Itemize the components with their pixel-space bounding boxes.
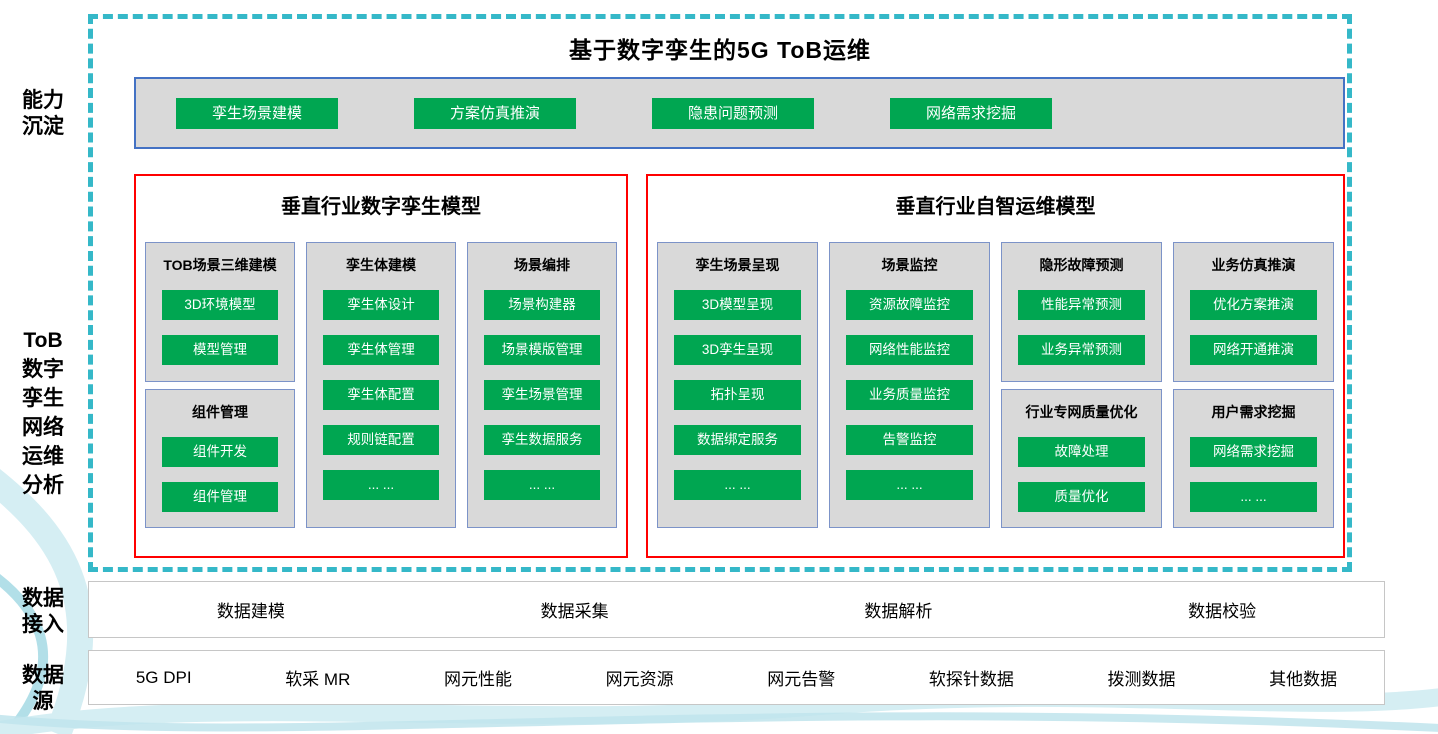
feature-block: 模型管理 [162,335,278,365]
feature-block: 3D孪生呈现 [674,335,801,365]
group-box: 场景监控资源故障监控网络性能监控业务质量监控告警监控 ... ... [829,242,990,528]
feature-block: 场景模版管理 [484,335,600,365]
side-label-tob-twin-network-analysis: ToB 数字 孪生 网络 运维 分析 [22,329,64,497]
data-source-row-item: 软采 MR [285,670,351,689]
panel-title: 垂直行业自智运维模型 [895,196,1096,218]
panel-column: 业务仿真推演优化方案推演网络开通推演用户需求挖掘网络需求挖掘 ... ... [1173,242,1334,528]
feature-block: 规则链配置 [323,425,439,455]
feature-block: 业务质量监控 [846,380,973,410]
capability-block: 隐患问题预测 [652,97,815,129]
feature-block: 质量优化 [1018,481,1145,512]
data-access-row-item: 数据建模 [216,602,285,621]
group-title: 行业专网质量优化 [1025,403,1138,420]
group-box: 隐形故障预测性能异常预测业务异常预测 [1001,242,1162,382]
feature-block: ... ... [1190,481,1317,512]
feature-block: 孪生场景管理 [484,380,600,410]
group-box: 行业专网质量优化故障处理质量优化 [1001,388,1162,528]
side-label-capability: 能力 沉淀 [22,89,64,139]
model-panel: 垂直行业自智运维模型孪生场景呈现 3D模型呈现 3D孪生呈现拓扑呈现数据绑定服务..… [646,174,1345,558]
group-title: 场景编排 [514,257,570,273]
group-box: 组件管理组件开发组件管理 [145,388,295,528]
panel-title: 垂直行业数字孪生模型 [281,196,481,218]
panel-column: 场景编排场景构建器场景模版管理孪生场景管理孪生数据服务 ... ... [467,242,617,528]
panel-column: 隐形故障预测性能异常预测业务异常预测行业专网质量优化故障处理质量优化 [1001,242,1162,528]
data-access-row-item: 数据解析 [864,602,933,621]
data-source-row-item: 网元资源 [605,670,674,689]
group-title: 孪生场景呈现 [695,257,780,273]
feature-block: ... ... [323,470,439,500]
data-source-row-item: 网元告警 [767,670,836,689]
panel-column: 孪生体建模孪生体设计孪生体管理孪生体配置规则链配置 ... ... [306,242,456,528]
panel-column: 场景监控资源故障监控网络性能监控业务质量监控告警监控 ... ... [829,242,990,528]
capability-bar: 孪生场景建模 方案仿真推演 隐患问题预测 网络需求挖掘 [134,77,1345,149]
feature-block: ... ... [674,470,801,500]
feature-block: 场景构建器 [484,290,600,320]
feature-block: 优化方案推演 [1190,290,1317,320]
data-source-row-item: 5G DPI [135,667,192,687]
group-box: 场景编排场景构建器场景模版管理孪生场景管理孪生数据服务 ... ... [467,242,617,528]
group-box: TOB场景三维建模 3D环境模型模型管理 [145,242,295,382]
data-source-row: 5G DPI 软采 MR 网元性能 网元资源 网元告警 软探针数据 拨测数据 其他数据 [88,650,1385,705]
feature-block: 资源故障监控 [846,290,973,320]
group-box: 孪生场景呈现 3D模型呈现 3D孪生呈现拓扑呈现数据绑定服务 ... ... [657,242,818,528]
capability-block: 孪生场景建模 [176,97,339,129]
data-source-row-item: 其他数据 [1269,670,1338,689]
data-source-row-item: 网元性能 [443,670,512,689]
feature-block: 业务异常预测 [1018,335,1145,365]
feature-block: 告警监控 [846,425,973,455]
feature-block: 组件管理 [162,481,278,512]
capability-block: 方案仿真推演 [414,97,577,129]
capability-block: 网络需求挖掘 [890,97,1053,129]
data-access-row-item: 数据采集 [540,602,609,621]
group-box: 用户需求挖掘网络需求挖掘 ... ... [1173,388,1334,528]
feature-block: 网络需求挖掘 [1190,436,1317,467]
feature-block: 网络开通推演 [1190,335,1317,365]
group-title: 孪生体建模 [346,257,416,273]
feature-block: ... ... [484,470,600,500]
digital-twin-container: 基于数字孪生的5G ToB运维 孪生场景建模方案仿真推演隐患问题预测网络需求挖掘… [88,14,1352,572]
data-source-row-item: 拨测数据 [1107,670,1176,689]
feature-block: 故障处理 [1018,436,1145,467]
feature-block: 3D环境模型 [162,290,278,320]
group-title: TOB场景三维建模 [163,257,277,273]
feature-block: 孪生体设计 [323,290,439,320]
feature-block: ... ... [846,470,973,500]
group-title: 组件管理 [192,403,248,420]
group-title: 隐形故障预测 [1039,257,1124,273]
feature-block: 组件开发 [162,436,278,467]
feature-block: 网络性能监控 [846,335,973,365]
feature-block: 数据绑定服务 [674,425,801,455]
group-title: 用户需求挖掘 [1211,403,1296,420]
data-source-row-item: 软探针数据 [928,670,1014,689]
group-box: 孪生体建模孪生体设计孪生体管理孪生体配置规则链配置 ... ... [306,242,456,528]
diagram-title: 基于数字孪生的5G ToB运维 [568,37,872,63]
feature-block: 3D模型呈现 [674,290,801,320]
group-title: 业务仿真推演 [1211,257,1296,273]
feature-block: 孪生数据服务 [484,425,600,455]
side-label-data-access: 数据 接入 [22,587,64,637]
side-label-data-source: 数据 源 [22,664,64,714]
data-access-row-item: 数据校验 [1188,602,1257,621]
feature-block: 性能异常预测 [1018,290,1145,320]
data-access-row: 数据建模 数据采集 数据解析 数据校验 [88,581,1385,638]
feature-block: 拓扑呈现 [674,380,801,410]
feature-block: 孪生体配置 [323,380,439,410]
feature-block: 孪生体管理 [323,335,439,365]
group-box: 业务仿真推演优化方案推演网络开通推演 [1173,242,1334,382]
panel-column: 孪生场景呈现 3D模型呈现 3D孪生呈现拓扑呈现数据绑定服务 ... ... [657,242,818,528]
group-title: 场景监控 [881,257,938,273]
